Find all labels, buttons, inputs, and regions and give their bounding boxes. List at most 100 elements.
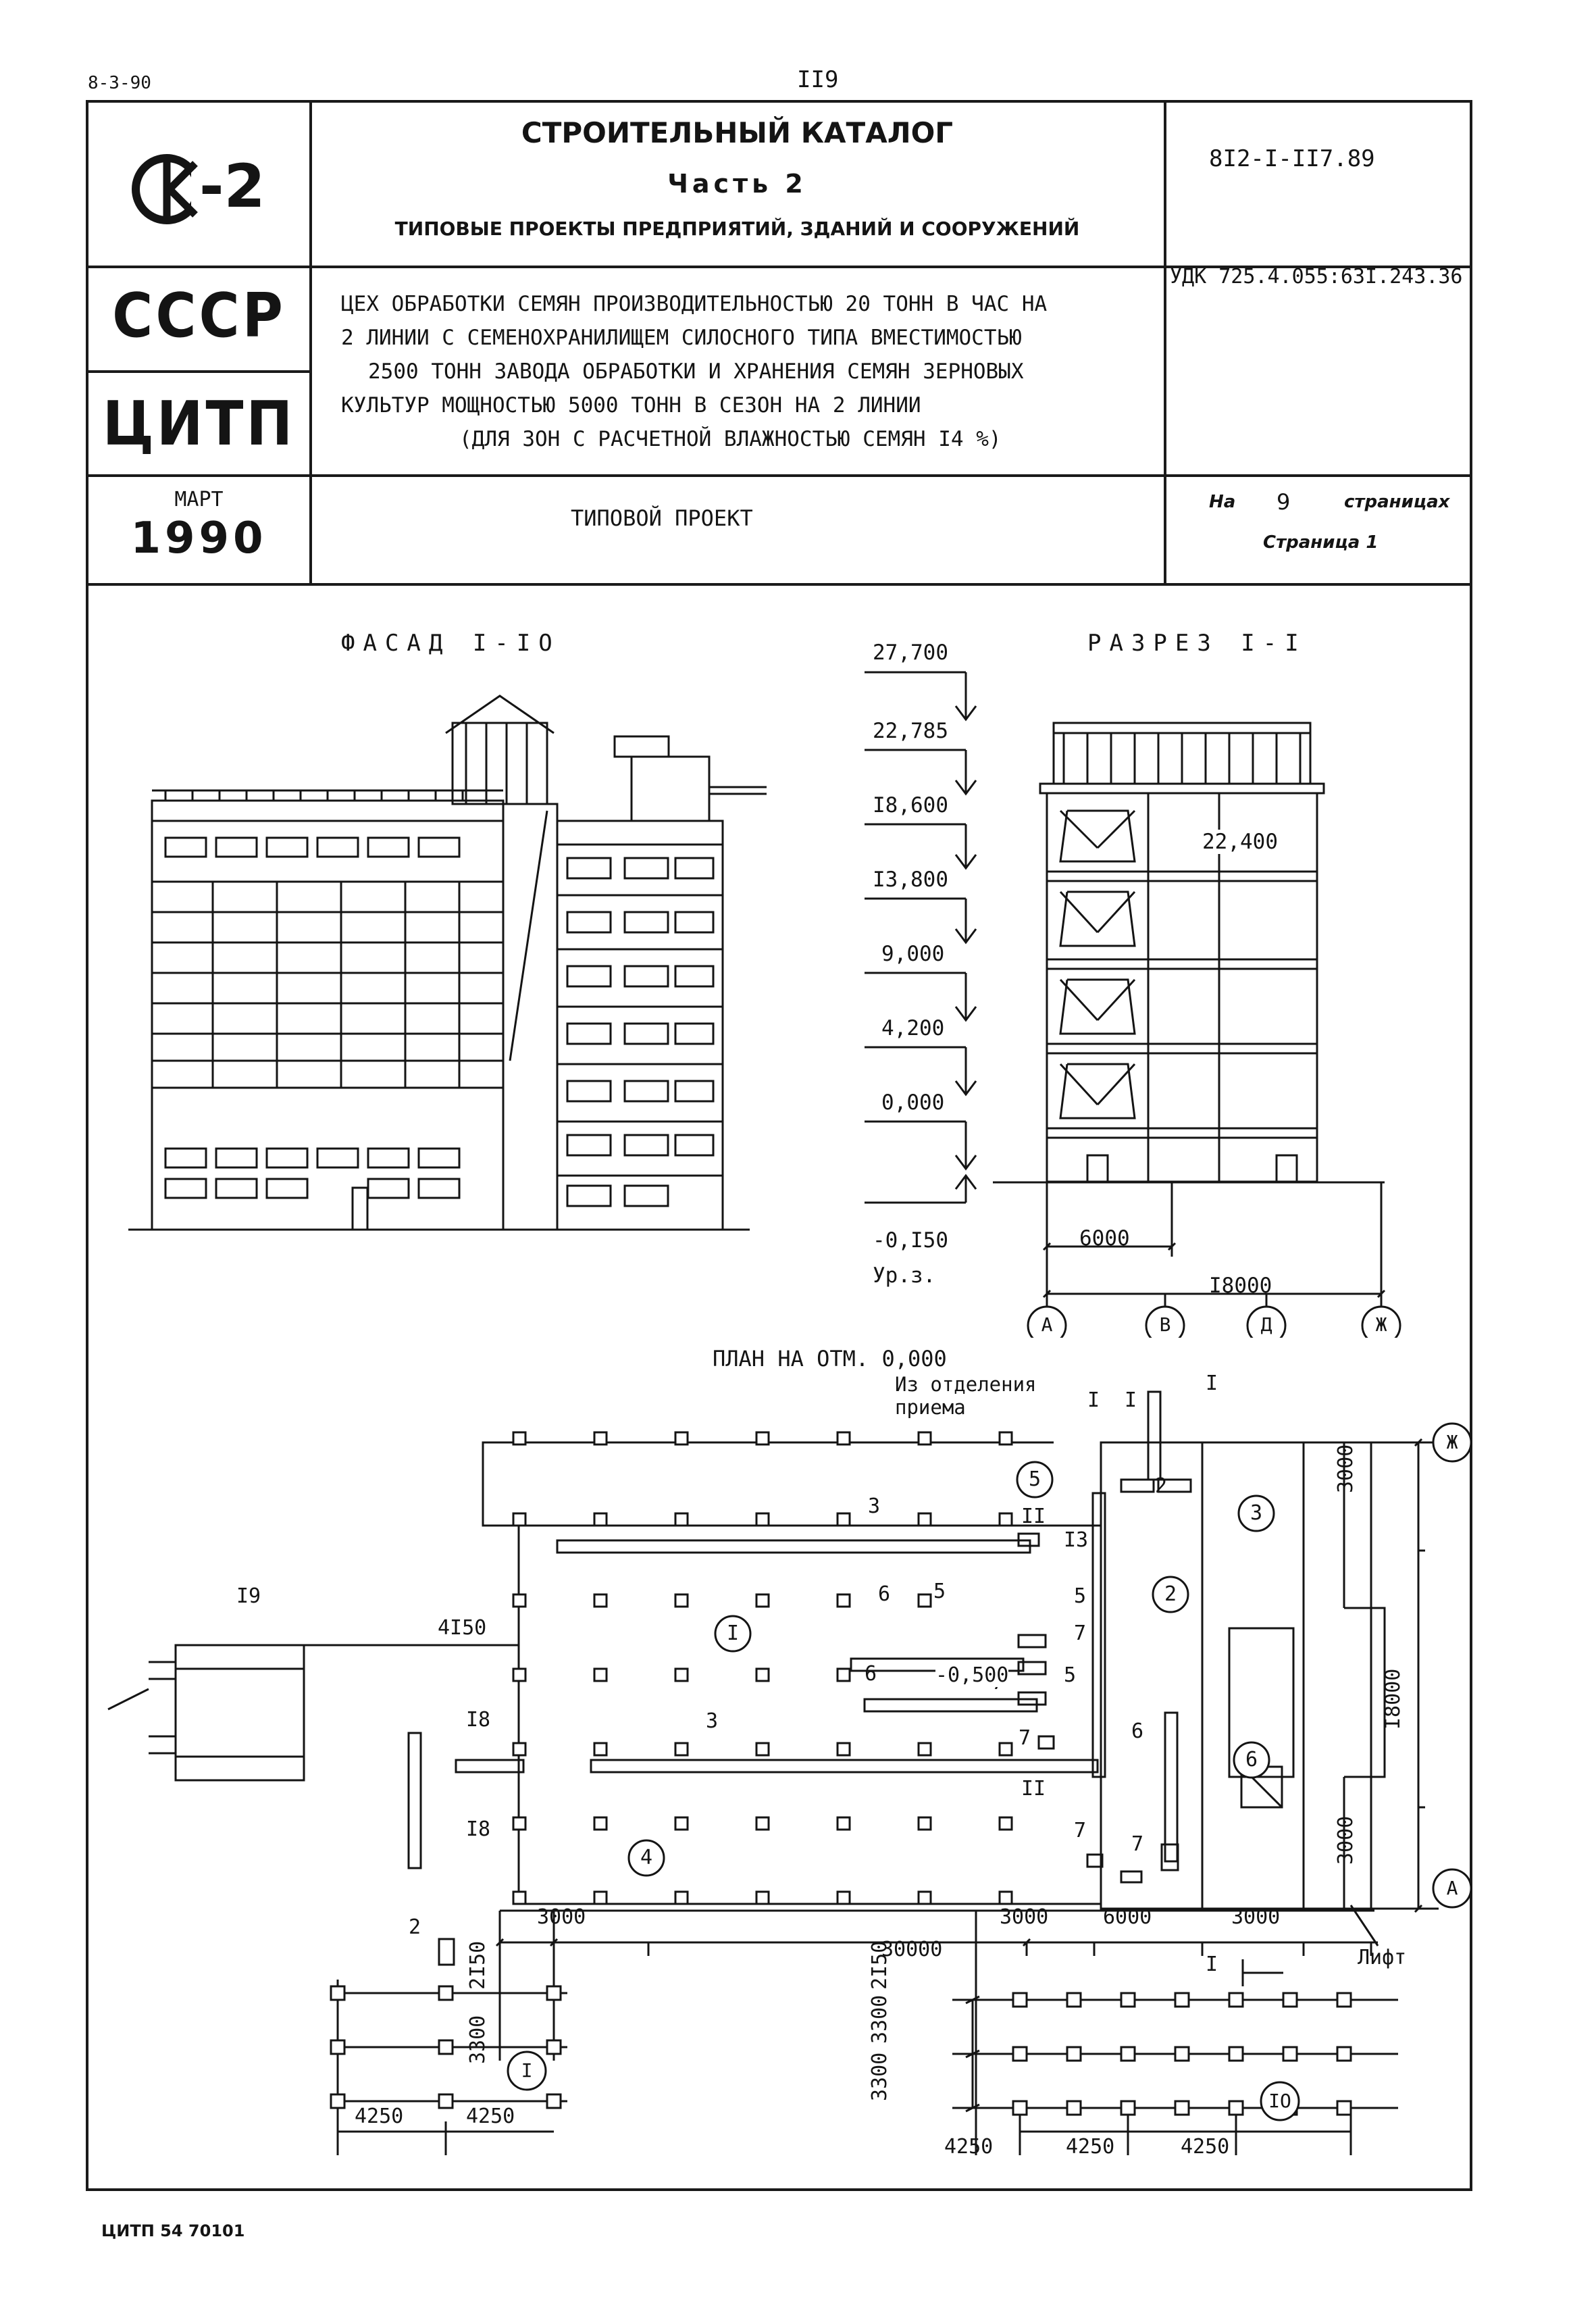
section-drawing (865, 671, 1401, 1338)
room-number-label: I (726, 1621, 740, 1645)
plan-title: ПЛАН НА ОТМ. 0,000 (713, 1346, 947, 1372)
lift-label: Лифт (1358, 1946, 1407, 1969)
plan-drawing (107, 1390, 1472, 2155)
project-description-line-5: (ДЛЯ ЗОН С РАСЧЕТНОЙ ВЛАЖНОСТЬЮ СЕМЯН I4… (459, 427, 1002, 451)
date-code: 8-3-90 (88, 73, 151, 93)
title-row-divider-1 (86, 266, 1472, 268)
elevation-label: I8,600 (873, 793, 948, 818)
room-number-label: 5 (1028, 1467, 1041, 1491)
level-mark: -0,500 (935, 1663, 1009, 1687)
room-number-label: 3 (1250, 1501, 1263, 1525)
plan-dim-label: I8000 (1381, 1668, 1405, 1730)
equipment-label: 2 (409, 1915, 421, 1939)
title-row-divider-2 (86, 474, 1472, 477)
project-description-line-4: КУЛЬТУР МОЩНОСТЬЮ 5000 ТОНН В СЕЗОН НА 2… (341, 393, 921, 418)
pages-count: 9 (1277, 489, 1291, 515)
plan-dim-label: 3300 (466, 2015, 490, 2064)
org-divider (86, 370, 311, 373)
udk-code: УДК 725.4.055:63I.243.36 (1170, 265, 1463, 288)
equipment-label: 2 (1155, 1474, 1168, 1498)
elevation-label: 9,000 (881, 942, 945, 966)
equipment-label: 3 (868, 1494, 881, 1518)
plan-dim-label: 4I50 (438, 1616, 487, 1640)
equipment-label: 7 (1074, 1621, 1087, 1645)
room-number-label: 4 (640, 1846, 653, 1869)
room-number-label: 2 (1164, 1582, 1177, 1606)
inner-elevation-label: 22,400 (1202, 830, 1278, 854)
plan-dim-label: 3300 (868, 2052, 892, 2101)
equipment-label: 3 (706, 1709, 719, 1733)
equipment-label: I3 (1064, 1528, 1089, 1552)
project-description-line-1: ЦЕХ ОБРАБОТКИ СЕМЯН ПРОИЗВОДИТЕЛЬНОСТЬЮ … (341, 292, 1048, 316)
equipment-label: 6 (878, 1582, 891, 1606)
page-number: II9 (797, 66, 839, 93)
logo-text: -2 (199, 151, 265, 221)
from-department-label: Из отделения (895, 1373, 1037, 1396)
section-dim-label: 6000 (1079, 1226, 1130, 1251)
equipment-label: II (1021, 1505, 1046, 1528)
grid-dim-label: 4250 (355, 2105, 404, 2128)
elevation-label: I3,800 (873, 867, 948, 892)
from-department-label: приема (895, 1396, 966, 1419)
title-col-divider-2 (1164, 100, 1166, 584)
ck-logo-icon (132, 154, 205, 224)
facade-title: ФАСАД I-IO (341, 630, 561, 657)
axis-label-zh: Ж (1375, 1313, 1387, 1336)
equipment-label: 6 (1131, 1719, 1144, 1743)
equipment-label: I (1087, 1388, 1100, 1412)
equipment-label: I8 (466, 1708, 491, 1732)
org-country: СССР (112, 280, 286, 351)
equipment-label: 7 (1074, 1819, 1087, 1842)
room-number-label: 6 (1245, 1748, 1258, 1771)
section-dim-label: I8000 (1209, 1274, 1272, 1298)
axis-label-d: Д (1260, 1313, 1272, 1336)
elevation-label: -0,I50 (873, 1228, 948, 1253)
elevation-label: 27,700 (873, 640, 948, 665)
grid-dim-label: 4250 (466, 2105, 515, 2128)
plan-dim-label: 3300 (868, 1994, 892, 2044)
ground-level-label: Ур.з. (873, 1263, 936, 1288)
equipment-label: 5 (1064, 1663, 1077, 1687)
plan-dim-label: 30000 (881, 1938, 943, 1961)
plan-dim-label: 3000 (1334, 1815, 1358, 1865)
catalog-part-subtitle: ТИПОВЫЕ ПРОЕКТЫ ПРЕДПРИЯТИЙ, ЗДАНИЙ И СО… (394, 218, 1080, 240)
plan-dim-label: 3000 (1000, 1905, 1049, 1929)
issue-month: МАРТ (174, 488, 224, 511)
elevation-label: 4,200 (881, 1016, 945, 1040)
title-col-divider-1 (309, 100, 312, 584)
equipment-label: I (1125, 1388, 1137, 1412)
project-description-line-3: 2500 ТОНН ЗАВОДА ОБРАБОТКИ И ХРАНЕНИЯ СЕ… (368, 359, 1024, 384)
cut-mark-label: I (1206, 1953, 1218, 1976)
elevation-label: 22,785 (873, 719, 948, 743)
grid-dim-label: 4250 (1066, 2135, 1115, 2159)
equipment-label: I (1206, 1372, 1218, 1395)
catalog-part: Часть 2 (667, 169, 807, 199)
title-row-divider-3 (86, 583, 1472, 586)
plan-dim-label: 3000 (537, 1905, 586, 1929)
equipment-label: II (1021, 1777, 1046, 1801)
equipment-label: I9 (236, 1584, 261, 1608)
equipment-label: 6 (865, 1662, 877, 1686)
plan-dim-label: 3000 (1334, 1444, 1358, 1493)
plan-dim-label: 6000 (1103, 1905, 1152, 1929)
grid-dim-label: 4250 (944, 2135, 994, 2159)
axis-label-a: А (1041, 1313, 1053, 1336)
page-label: Страница 1 (1263, 532, 1379, 553)
equipment-label: 5 (933, 1580, 946, 1603)
plan-axis-label-1: I (521, 2059, 533, 2082)
grid-dim-label: 4250 (1181, 2135, 1230, 2159)
plan-axis-label-10: IO (1268, 2090, 1291, 2112)
equipment-label: 7 (1131, 1832, 1144, 1856)
plan-dim-label: 2I50 (868, 1940, 892, 1990)
footer-code: ЦИТП 54 70101 (101, 2221, 245, 2240)
project-code: 8I2-I-II7.89 (1209, 145, 1375, 172)
facade-drawing (128, 695, 767, 1231)
issue-year: 1990 (130, 513, 267, 563)
equipment-label: 5 (1074, 1584, 1087, 1608)
ck2-logo: -2 (125, 142, 287, 236)
plan-dim-label: 3000 (1231, 1905, 1281, 1929)
document-type: ТИПОВОЙ ПРОЕКТ (571, 505, 753, 531)
pages-prefix: На (1209, 492, 1236, 512)
plan-axis-label-a: А (1446, 1877, 1458, 1899)
equipment-label: I8 (466, 1817, 491, 1841)
